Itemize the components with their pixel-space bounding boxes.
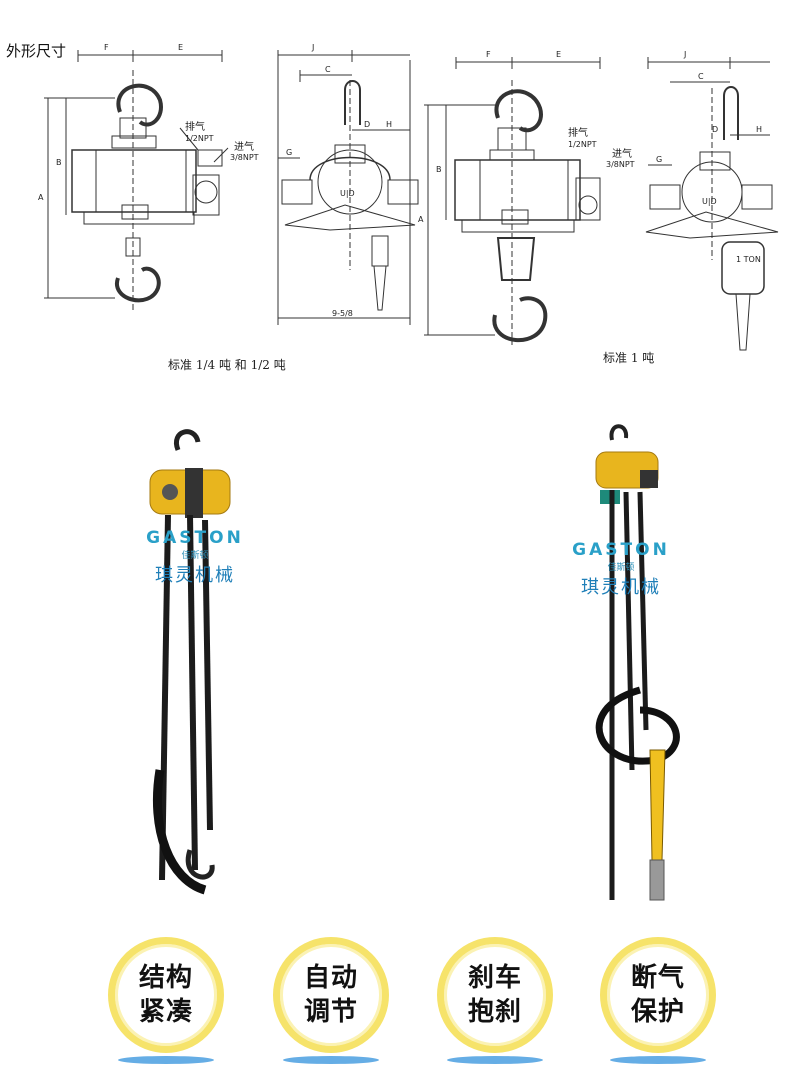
- feature-air-cutoff-line2: 保护: [630, 997, 685, 1027]
- caption-small-hoist: 标准 1/4 吨 和 1/2 吨: [168, 358, 286, 372]
- feature-auto-adjust: 自动 调节: [273, 937, 389, 1053]
- dim-UD: U|D: [340, 189, 355, 198]
- intake-label-2: 进气: [612, 147, 632, 160]
- dim-F: F: [104, 43, 109, 52]
- feature-compact-line2: 紧凑: [138, 997, 193, 1027]
- dim-UD2: U|D: [702, 197, 717, 206]
- technical-drawing: F E A B J C D H G U|D 9-5/8 F E A B J C …: [38, 43, 779, 351]
- watermark-right: GASTON 佳斯顿 琪灵机械: [566, 540, 676, 599]
- dim-C2: C: [698, 72, 704, 81]
- watermark-left: GASTON 佳斯顿 琪灵机械: [140, 528, 250, 587]
- feature-compact-shadow: [118, 1056, 214, 1064]
- drawing-side-small: [277, 50, 419, 325]
- feature-auto-adjust-line2: 调节: [303, 997, 358, 1027]
- dim-A2: A: [418, 215, 424, 224]
- dim-E2: E: [556, 50, 561, 59]
- dim-width: 9-5/8: [332, 309, 353, 318]
- caption-large-hoist: 标准 1 吨: [603, 351, 655, 365]
- dim-F2: F: [486, 50, 491, 59]
- dim-A: A: [38, 193, 44, 202]
- watermark-small: 佳斯顿: [181, 551, 209, 561]
- dim-G: G: [286, 148, 292, 157]
- feature-compact: 结构 紧凑: [108, 937, 224, 1053]
- dim-D: D: [364, 120, 370, 129]
- feature-brake-line2: 抱刹: [467, 997, 522, 1027]
- watermark-name: 琪灵机械: [155, 565, 235, 586]
- dim-E: E: [178, 43, 183, 52]
- dim-B2: B: [436, 165, 442, 174]
- drawing-side-large: [645, 57, 779, 351]
- feature-brake-shadow: [447, 1056, 543, 1064]
- feature-compact-line1: 结构: [138, 963, 193, 993]
- feature-auto-adjust-shadow: [283, 1056, 379, 1064]
- dim-H: H: [386, 120, 392, 129]
- watermark-name-2: 琪灵机械: [581, 577, 661, 598]
- watermark-small-2: 佳斯顿: [607, 563, 635, 573]
- dim-J2: J: [683, 50, 686, 59]
- dim-J: J: [311, 43, 314, 52]
- feature-auto-adjust-line1: 自动: [303, 963, 358, 993]
- intake-npt: 3/8NPT: [230, 153, 259, 162]
- feature-air-cutoff: 断气 保护: [600, 937, 716, 1053]
- drawing-front-small: [44, 50, 229, 310]
- dim-B: B: [56, 158, 62, 167]
- ton-label: 1 TON: [736, 255, 761, 264]
- drawing-front-large: [424, 57, 601, 345]
- dim-H2: H: [756, 125, 762, 134]
- intake-npt-2: 3/8NPT: [606, 160, 635, 169]
- exhaust-npt: 1/2NPT: [185, 134, 214, 143]
- feature-air-cutoff-line1: 断气: [630, 963, 685, 993]
- product-photos: [149, 424, 680, 901]
- exhaust-label: 排气: [185, 120, 205, 133]
- feature-brake-line1: 刹车: [467, 963, 522, 993]
- feature-brake: 刹车 抱刹: [437, 937, 553, 1053]
- hoist-photo-right: [595, 424, 680, 901]
- intake-label: 进气: [234, 140, 254, 153]
- hoist-photo-left: [149, 429, 231, 895]
- drawing-title: 外形尺寸: [6, 42, 67, 60]
- watermark-brand-2: GASTON: [572, 540, 670, 560]
- dim-C: C: [325, 65, 331, 74]
- watermark-brand: GASTON: [146, 528, 244, 548]
- exhaust-label-2: 排气: [568, 126, 588, 139]
- dim-G2: G: [656, 155, 662, 164]
- exhaust-npt-2: 1/2NPT: [568, 140, 597, 149]
- dim-D2: D: [712, 125, 718, 134]
- feature-air-cutoff-shadow: [610, 1056, 706, 1064]
